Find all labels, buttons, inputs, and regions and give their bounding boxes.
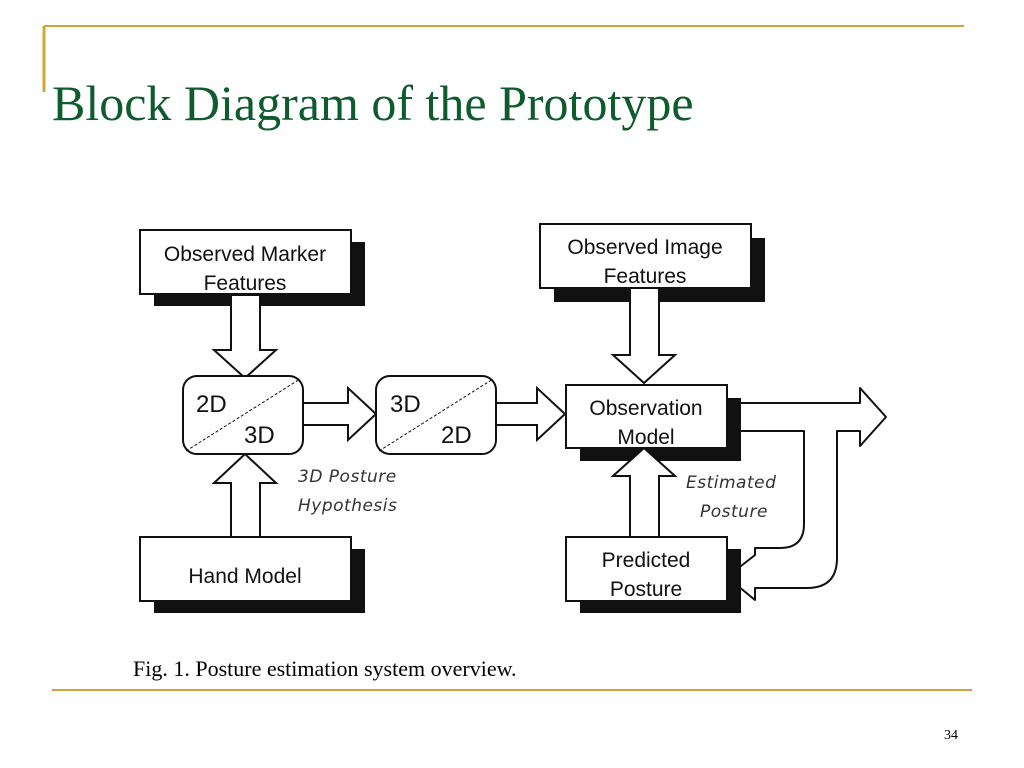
- predicted-posture-block: Predicted Posture: [565, 536, 741, 613]
- observation-model-line1: Observation: [589, 397, 702, 420]
- arrow-predicted-to-observation: [610, 446, 678, 538]
- converter-3d-2d-top: 3D: [390, 391, 421, 418]
- converter-3d-2d: 3D 2D: [375, 375, 497, 455]
- posture-hypothesis-note-line2: Hypothesis: [298, 496, 397, 516]
- figure-caption: Fig. 1. Posture estimation system overvi…: [133, 656, 517, 681]
- estimated-posture-note-line1: Estimated: [686, 473, 776, 493]
- observed-image-features-line2: Features: [604, 265, 687, 288]
- observation-model-line2: Model: [617, 426, 674, 449]
- observation-model-block: Observation Model: [565, 384, 741, 461]
- predicted-posture-line2: Posture: [610, 578, 682, 601]
- arrow-estimated-posture-output: [723, 387, 887, 601]
- converter-3d-2d-bottom: 2D: [441, 422, 472, 449]
- arrow-projector-to-observation: [495, 385, 567, 443]
- slide-title: Block Diagram of the Prototype: [52, 75, 694, 131]
- observed-image-features-line1: Observed Image: [567, 236, 722, 259]
- arrow-converter-to-projector: [302, 385, 378, 443]
- page-number: 34: [944, 728, 958, 743]
- converter-2d-3d: 2D 3D: [182, 375, 304, 455]
- arrow-handmodel-to-converter: [211, 452, 279, 538]
- observed-marker-features-line2: Features: [204, 272, 287, 295]
- converter-2d-3d-top: 2D: [196, 391, 227, 418]
- arrow-image-to-observation: [610, 287, 678, 385]
- observed-image-features-block: Observed Image Features: [539, 223, 765, 302]
- hand-model-label: Hand Model: [188, 565, 301, 588]
- converter-2d-3d-bottom: 3D: [244, 422, 275, 449]
- arrow-marker-to-converter: [211, 294, 279, 380]
- posture-hypothesis-note-line1: 3D Posture: [298, 467, 397, 487]
- hand-model-block: Hand Model: [139, 536, 365, 613]
- predicted-posture-line1: Predicted: [602, 549, 691, 572]
- observed-marker-features-line1: Observed Marker: [164, 243, 326, 266]
- observed-marker-features-block: Observed Marker Features: [139, 229, 365, 306]
- estimated-posture-note-line2: Posture: [700, 502, 768, 522]
